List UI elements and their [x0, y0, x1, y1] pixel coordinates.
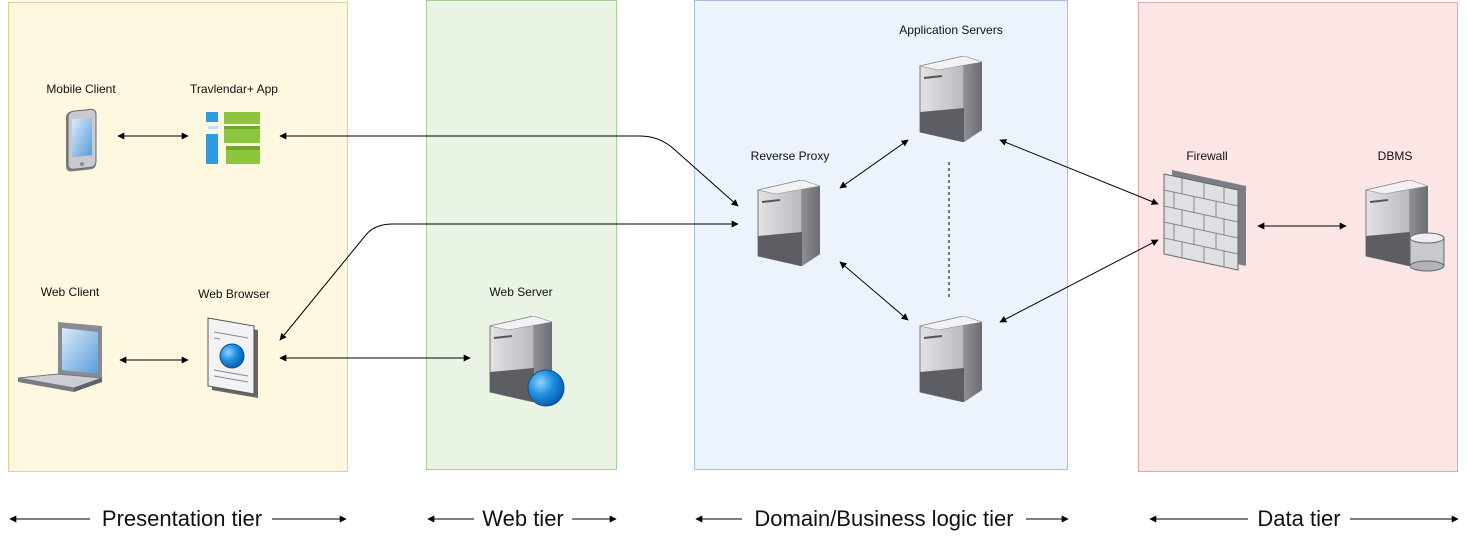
web-page-icon	[207, 317, 258, 398]
connector-appserver-bottom-firewall	[999, 239, 1159, 323]
database-server-icon	[1365, 180, 1445, 272]
web-browser-label: Web Browser	[198, 287, 270, 301]
mobile-phone-icon	[66, 108, 97, 172]
web-server-label: Web Server	[489, 285, 553, 299]
app-icon	[206, 112, 260, 164]
reverse-proxy-server-icon	[757, 180, 821, 266]
dbms-label: DBMS	[1377, 149, 1413, 163]
firewall-label: Firewall	[1186, 149, 1228, 163]
application-servers-label: Application Servers	[899, 23, 1003, 37]
data-tier-label: Data tier	[1251, 506, 1347, 532]
connector-browser-proxy	[279, 220, 739, 341]
web-server-icon	[489, 316, 565, 407]
domain-tier-region	[694, 0, 1068, 470]
web-client-label: Web Client	[40, 285, 100, 299]
web-tier-label: Web tier	[476, 506, 570, 532]
mobile-client-label: Mobile Client	[46, 82, 116, 96]
reverse-proxy-label: Reverse Proxy	[750, 149, 830, 163]
domain-tier-label: Domain/Business logic tier	[748, 506, 1020, 532]
connector-proxy-appserver-bottom	[839, 261, 909, 321]
app-label: Travlendar+ App	[190, 82, 278, 96]
presentation-tier-label: Presentation tier	[95, 506, 269, 532]
connectors	[117, 132, 1347, 364]
laptop-icon	[17, 322, 103, 392]
connector-proxy-appserver-top	[839, 139, 909, 189]
connector-app-proxy	[279, 132, 739, 207]
connector-appserver-top-firewall	[999, 139, 1159, 205]
app-server-bottom-icon	[919, 316, 983, 402]
firewall-icon	[1163, 170, 1246, 271]
app-server-top-icon	[919, 56, 983, 142]
